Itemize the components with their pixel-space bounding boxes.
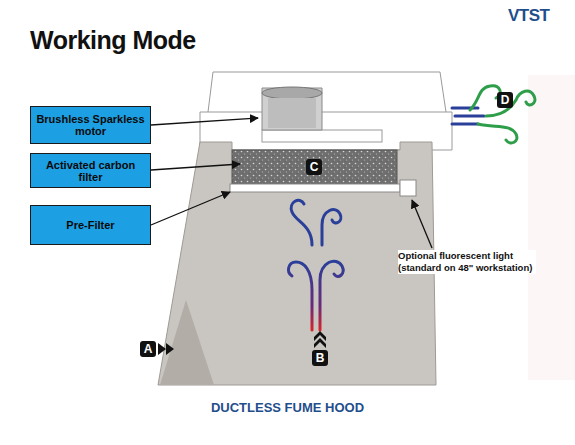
callout-letter: C [306, 159, 322, 175]
box-text: Brushless Sparkless motor [35, 113, 146, 137]
note-text: Optional fluorescent light (standard on … [398, 250, 536, 274]
callout-box: Brushless Sparkless motor [30, 106, 151, 144]
callout-box: Activated carbon filter [30, 153, 151, 188]
logo-text: VTST [508, 6, 549, 26]
callout-letter: D [497, 92, 513, 108]
diagram-title: Working Mode [30, 26, 196, 55]
box-text: Pre-Filter [66, 219, 114, 231]
diagram-caption: DUCTLESS FUME HOOD [0, 400, 575, 415]
callout-box: Pre-Filter [30, 205, 151, 245]
box-text: Activated carbon filter [35, 159, 146, 183]
callout-letter: A [140, 341, 156, 357]
callout-letter: B [312, 350, 328, 366]
